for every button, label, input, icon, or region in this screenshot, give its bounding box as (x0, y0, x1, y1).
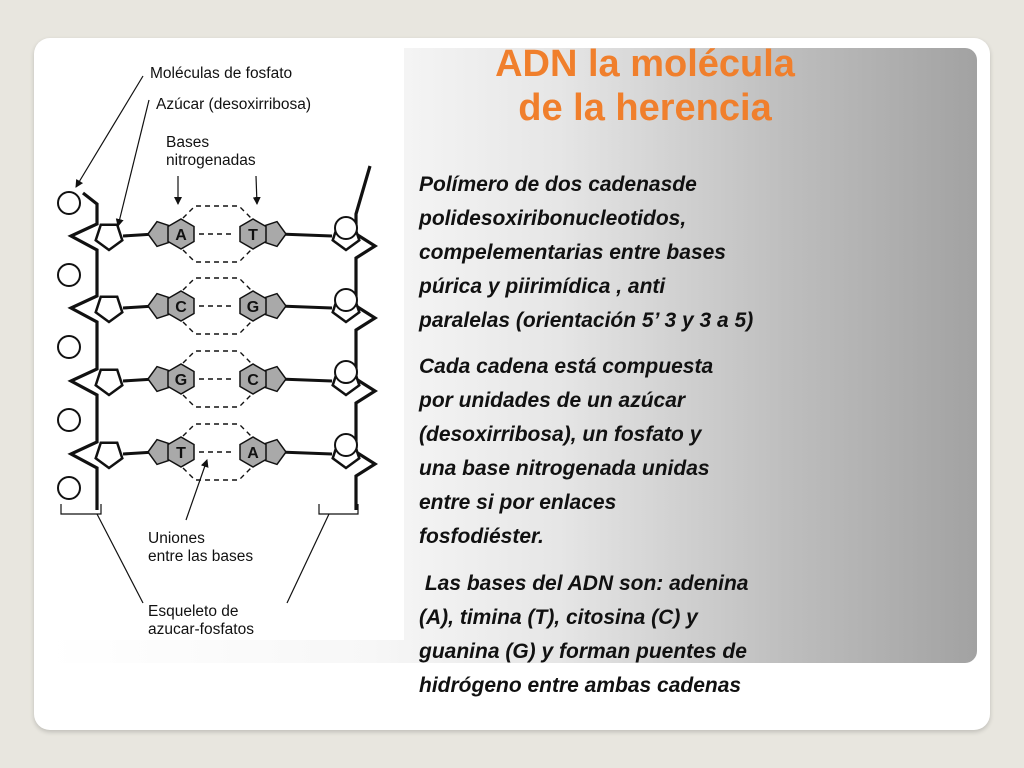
base-pair-bonds (182, 205, 252, 481)
base-right (239, 218, 267, 250)
glycosidic-bond-right (278, 232, 333, 238)
sugar-label: Azúcar (desoxirribosa) (156, 96, 312, 113)
nitrogenous-bases: A T C G G C T A (147, 218, 287, 468)
label-pointers (60, 75, 359, 604)
hydrogen-bond-bottom (182, 394, 252, 408)
phosphate-left (57, 408, 81, 432)
base-left (167, 363, 195, 395)
base-right (239, 290, 267, 322)
base-letter-right: T (248, 227, 258, 244)
backbone-left-strand (67, 191, 99, 510)
sugar-left (94, 441, 124, 470)
glycosidic-bond-right (278, 304, 333, 310)
phosphate-right (334, 216, 358, 240)
backbone-pointer-right (286, 513, 330, 604)
glycosidic-bond-right (278, 377, 333, 383)
bases-label-line1: Bases (166, 134, 210, 151)
phosphate-left (57, 476, 81, 500)
base-left (167, 218, 195, 250)
base-letter-right: G (247, 299, 259, 316)
backbone-pointer-left (96, 513, 144, 604)
base-letter-left: T (176, 445, 186, 462)
hydrogen-bond-bottom (182, 249, 252, 263)
base-letter-left: G (175, 372, 187, 389)
base-left (167, 290, 195, 322)
base-right (239, 436, 267, 468)
paragraph-composition: Cada cadena está compuesta por unidades … (419, 355, 714, 548)
unions-label-line2: entre las bases (148, 548, 254, 565)
dna-diagram: A T C G G C T A Moléculas de fosfato Azúcar (de… (57, 48, 404, 640)
bases-label-line2: nitrogenadas (166, 152, 256, 169)
hydrogen-bond-bottom (182, 321, 252, 335)
sugar-left (94, 295, 124, 324)
hydrogen-bond-bottom (182, 467, 252, 481)
glycosidic-bond-right (278, 450, 333, 456)
phosphate-label: Moléculas de fosfato (150, 65, 293, 82)
sugar-pointer (115, 99, 150, 227)
phosphate-left (57, 191, 81, 215)
phosphate-right (334, 288, 358, 312)
backbone-bracket-left (60, 504, 102, 515)
hydrogen-bond-top (182, 423, 252, 437)
base-left (167, 436, 195, 468)
base-letter-left: A (175, 227, 187, 244)
dna-diagram-svg: A T C G G C T A (57, 75, 378, 604)
bases-pointer-right (252, 175, 261, 205)
base-letter-right: C (247, 372, 259, 389)
sugar-left (94, 223, 124, 252)
phosphate-right (334, 433, 358, 457)
sugar-phosphate-backbone (57, 165, 378, 510)
phosphate-left (57, 335, 81, 359)
hydrogen-bond-top (182, 205, 252, 219)
paragraph-bases: Las bases del ADN son: adenina (A), timi… (419, 572, 749, 697)
title-line-1: ADN la molécula (495, 43, 795, 85)
phosphate-left (57, 263, 81, 287)
base-right (239, 363, 267, 395)
hydrogen-bond-top (182, 350, 252, 364)
phosphate-right (334, 360, 358, 384)
backbone-label-line2: azucar-fosfatos (148, 621, 254, 638)
backbone-label-line1: Esqueleto de (148, 603, 239, 620)
unions-pointer (185, 459, 209, 521)
unions-label-line1: Uniones (148, 530, 205, 547)
slide-title: ADN la molécula de la herencia (400, 42, 890, 130)
sugar-left (94, 368, 124, 397)
base-letter-right: A (247, 445, 259, 462)
hydrogen-bond-top (182, 277, 252, 291)
paragraph-polymer: Polímero de dos cadenasde polidesoxiribo… (419, 173, 754, 332)
backbone-right-strand (354, 165, 378, 510)
phosphate-pointer (75, 75, 144, 188)
backbone-bracket-right (318, 504, 359, 515)
title-line-2: de la herencia (518, 87, 772, 129)
base-letter-left: C (175, 299, 187, 316)
